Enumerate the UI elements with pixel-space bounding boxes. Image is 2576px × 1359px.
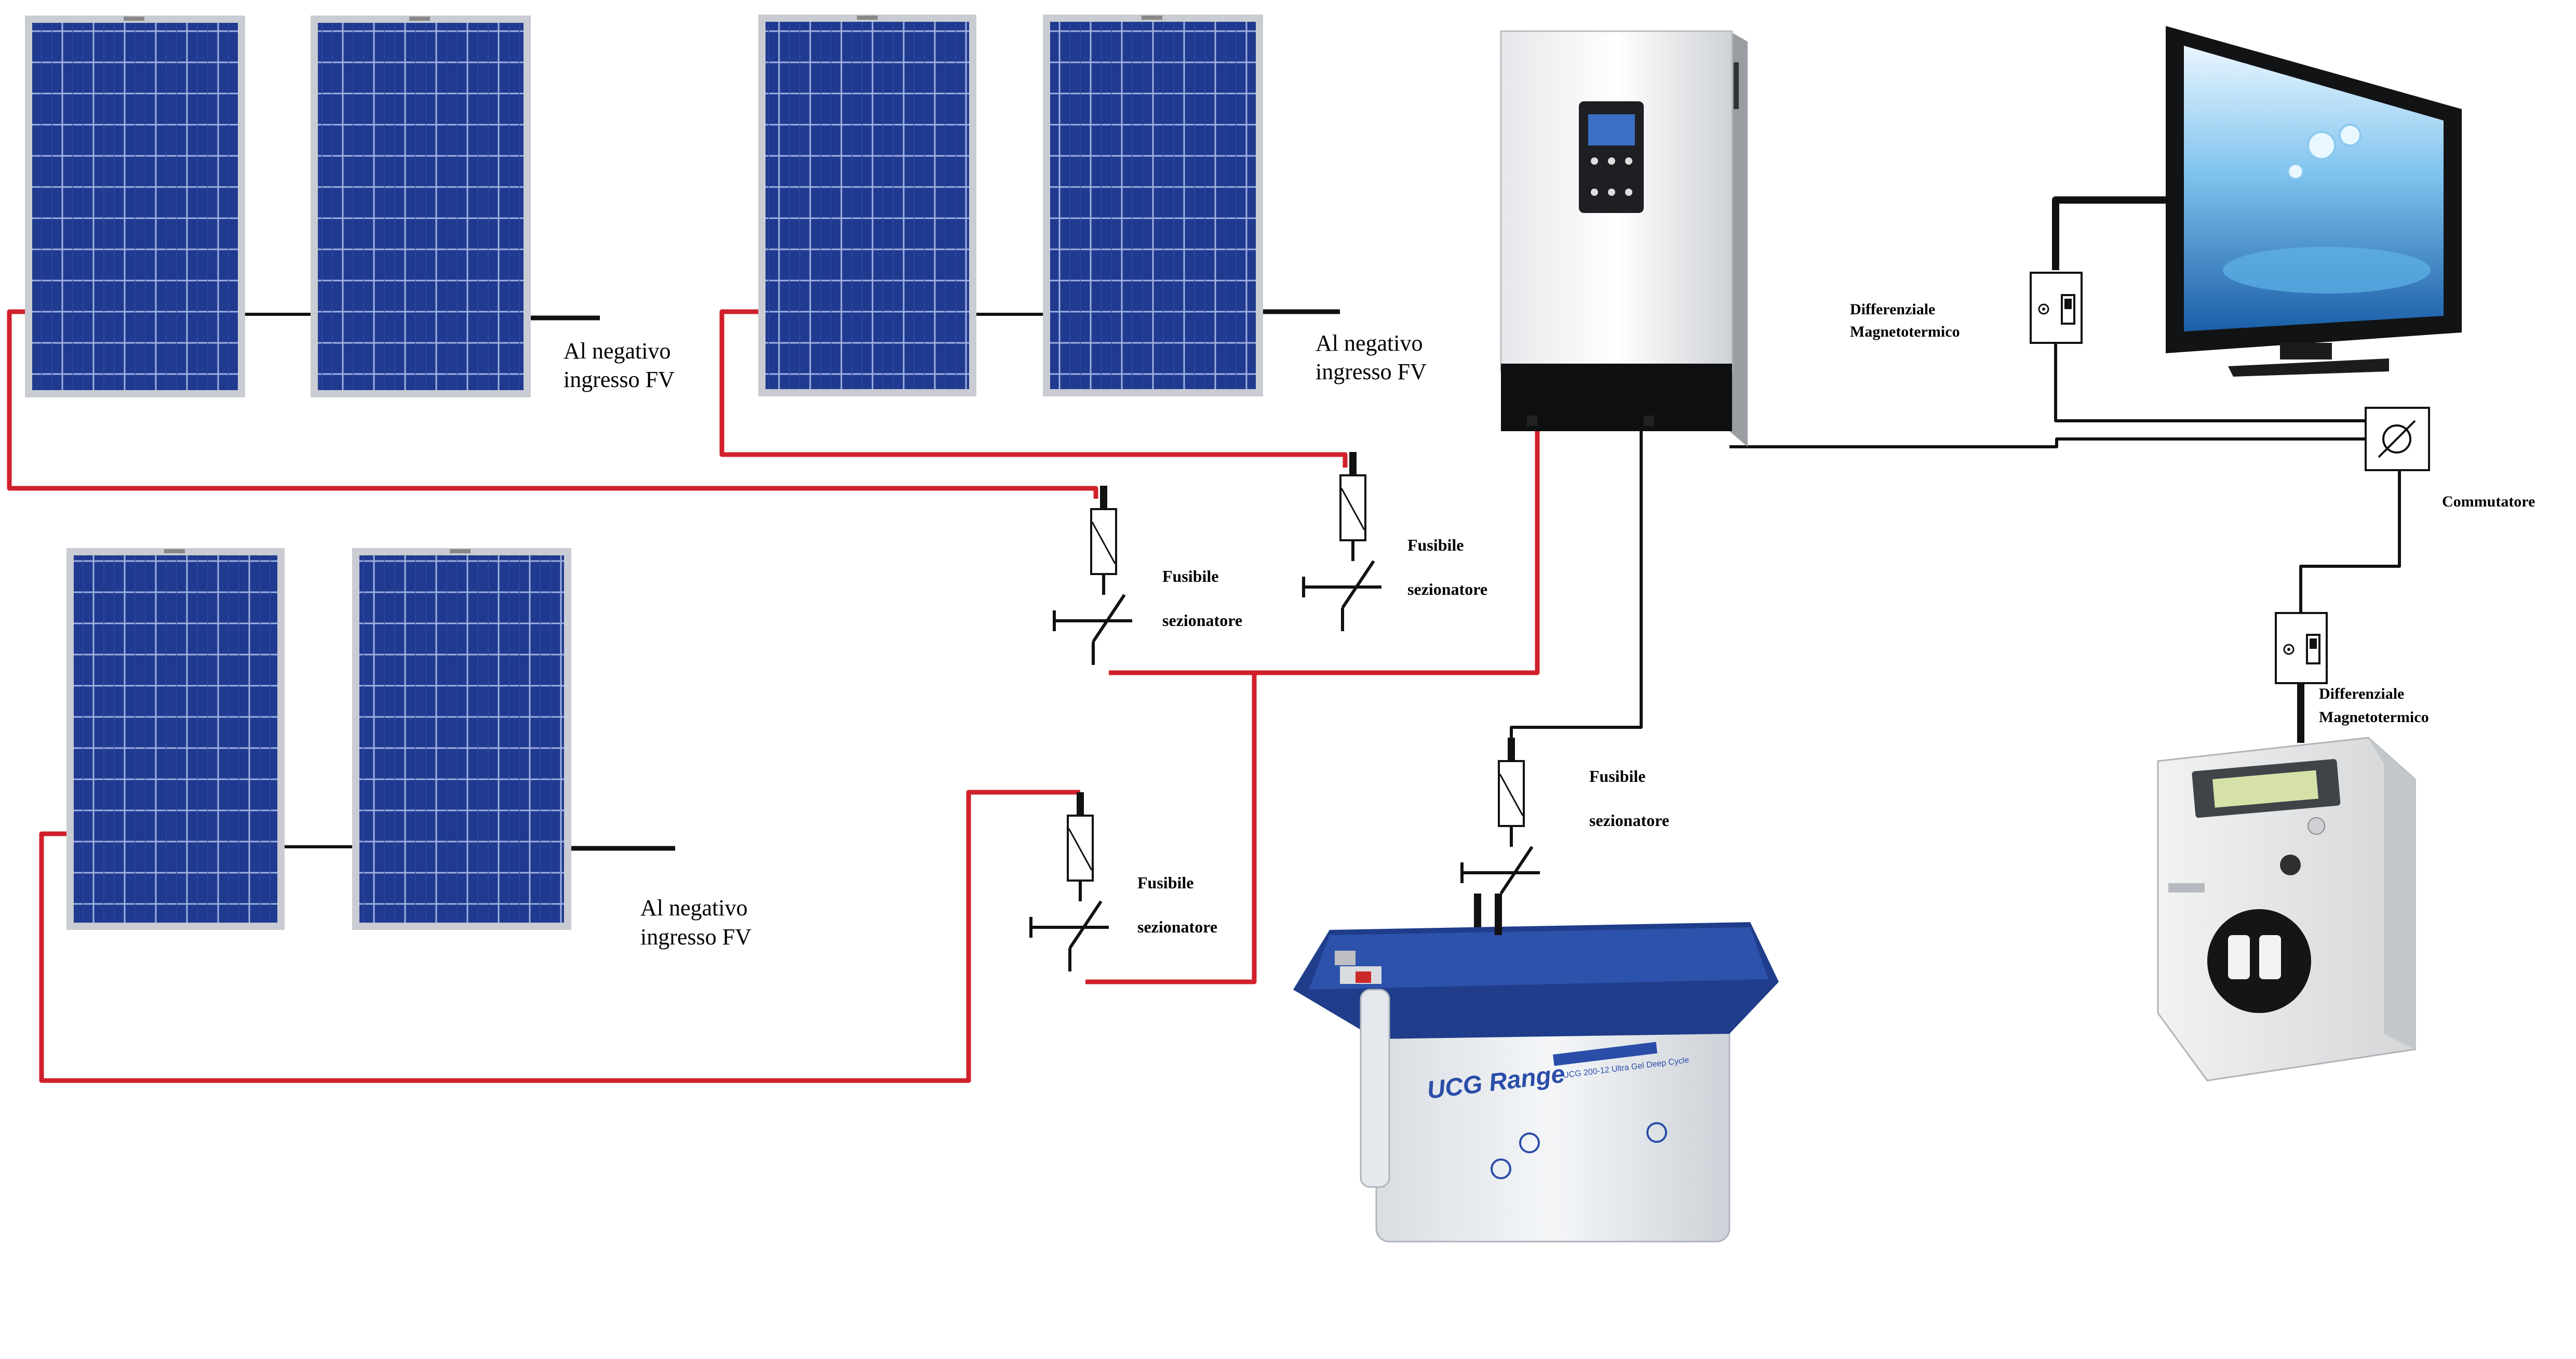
- fuse-disconnector-icon-4: [1460, 738, 1540, 935]
- wire-string3-positive: [39, 790, 1080, 1083]
- rcbo-label-2: Differenziale: [2319, 685, 2404, 702]
- solar-panel-3: [758, 15, 976, 396]
- pv-negative-label-1b: ingresso FV: [564, 367, 675, 392]
- changeover-switch-icon: [2365, 407, 2430, 471]
- fuse-label-4: Fusibile: [1589, 767, 1645, 785]
- rcbo-breaker-1: [2030, 272, 2083, 344]
- switch-label: Commutatore: [2442, 493, 2535, 510]
- solar-panel-2: [311, 16, 531, 397]
- fuse-label-3: Fusibile: [1137, 873, 1193, 892]
- wire-string2-positive: [719, 309, 1348, 468]
- tv-icon: [2166, 26, 2462, 377]
- pv-negative-label-3: Al negativo: [640, 895, 748, 921]
- wire-inverter-to-switch: [1729, 437, 2366, 448]
- positive-wires: [7, 309, 1540, 1083]
- wire-switch-to-meter-breaker: [2299, 468, 2401, 613]
- fuse-label-2: Fusibile: [1407, 536, 1464, 554]
- solar-panel-5: [66, 548, 285, 930]
- wire-fuse3-out: [1085, 673, 1257, 984]
- labels: Al negativo ingresso FV Al negativo ingr…: [564, 301, 2535, 950]
- fuse-disconnector-icon-3: [1029, 792, 1109, 971]
- fuse-label-1: Fusibile: [1162, 567, 1218, 585]
- wire-breaker-to-switch: [2054, 343, 2366, 422]
- fuse-disconnector-icon-1: [1053, 486, 1132, 665]
- wire-breaker-to-tv: [2052, 196, 2171, 270]
- wire-fuses-to-inverter: [1109, 426, 1540, 675]
- rcbo-label-2b: Magnetotermico: [2319, 709, 2429, 726]
- fuse-group: [1029, 452, 1540, 971]
- energy-meter-icon: [2157, 737, 2416, 1082]
- pv-negative-label-2b: ingresso FV: [1316, 359, 1427, 384]
- fuse-label-1b: sezionatore: [1162, 611, 1242, 630]
- rcbo-label-1b: Magnetotermico: [1850, 323, 1960, 340]
- fuse-label-3b: sezionatore: [1137, 917, 1217, 936]
- pv-negative-label-3b: ingresso FV: [640, 924, 752, 950]
- wire-battery-to-inverter: [1510, 426, 1643, 769]
- pv-negative-label-1: Al negativo: [564, 338, 671, 364]
- solar-panel-4: [1043, 15, 1263, 396]
- rcbo-breaker-2: [2275, 612, 2328, 684]
- solar-panel-1: [25, 16, 245, 397]
- solar-panel-6: [352, 548, 571, 930]
- inverter-icon: [1500, 30, 1748, 447]
- battery-icon: UCG Range UCG 200-12 Ultra Gel Deep Cycl…: [1293, 922, 1779, 1243]
- fuse-disconnector-icon-2: [1302, 452, 1381, 631]
- pv-negative-label-2: Al negativo: [1316, 330, 1423, 356]
- fuse-label-2b: sezionatore: [1407, 580, 1487, 598]
- rcbo-label-1: Differenziale: [1850, 301, 1935, 318]
- fuse-label-4b: sezionatore: [1589, 811, 1669, 830]
- wire-string1-positive: [7, 309, 1098, 499]
